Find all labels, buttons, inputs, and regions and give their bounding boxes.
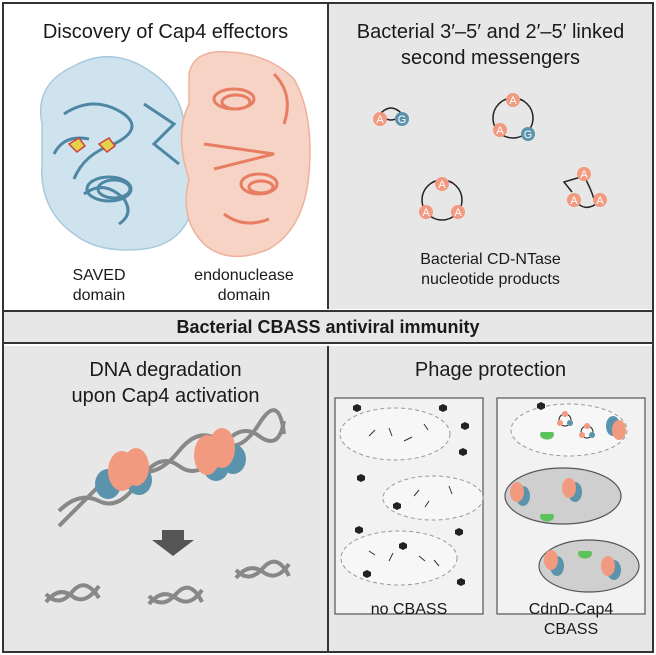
cyclic-dinucleotide-ag: A G <box>373 107 409 126</box>
panel-title-line1: DNA degradation <box>89 359 242 381</box>
protein-structure <box>40 50 311 258</box>
infected-cell-lysing <box>510 403 628 457</box>
section-banner-title: Bacterial CBASS antiviral immunity <box>176 317 480 337</box>
cyclic-nucleotides: A G A A G A A A <box>373 93 607 221</box>
svg-text:A: A <box>438 179 446 191</box>
ligand-sticks <box>67 137 117 153</box>
panel-second-messengers: Bacterial 3′–5′ and 2′–5′ linked second … <box>329 4 652 309</box>
linear-trinucleotide-aaa: A A A <box>562 167 607 208</box>
saved-domain-label: SAVED domain <box>72 267 126 304</box>
endonuclease-domain-label: endonuclease domain <box>194 267 294 304</box>
cyclic-trinucleotide-aag: A A G <box>492 93 535 141</box>
svg-text:A: A <box>570 195 578 207</box>
svg-text:A: A <box>509 95 517 107</box>
cap4-in-cells <box>510 416 626 580</box>
panel-cap4-discovery: Discovery of Cap4 effectors <box>4 4 327 309</box>
cap4-complex-left <box>95 448 152 499</box>
svg-text:A: A <box>376 114 384 126</box>
phage-particles-right <box>537 402 545 410</box>
panel-title-line2: upon Cap4 activation <box>71 385 260 407</box>
down-arrow-icon <box>152 530 194 556</box>
signal-nucleotides <box>557 411 595 439</box>
svg-text:A: A <box>496 125 504 137</box>
phage-protection-illustration <box>334 397 646 615</box>
cap4-complex-right <box>194 428 246 481</box>
panel-title: Discovery of Cap4 effectors <box>42 21 289 43</box>
no-cbass-label: no CBASS <box>370 601 448 618</box>
svg-text:A: A <box>422 207 430 219</box>
surviving-cell-1 <box>504 467 622 525</box>
phage-dna-fragments <box>368 423 453 567</box>
svg-text:A: A <box>454 207 462 219</box>
dna-double-helix <box>57 408 286 528</box>
endonuclease-surface <box>180 50 311 258</box>
divider-bottom <box>327 346 329 651</box>
panel-phage-protection: Phage protection <box>329 346 652 651</box>
saved-ribbon <box>52 102 180 226</box>
phage-particles <box>353 404 469 586</box>
panel-title-line2: second messengers <box>401 47 580 69</box>
divider-top <box>327 4 329 309</box>
svg-text:A: A <box>580 169 588 181</box>
dna-degradation-illustration <box>44 408 291 606</box>
svg-text:A: A <box>596 195 604 207</box>
section-banner: Bacterial CBASS antiviral immunity <box>4 310 652 344</box>
panel-title-line1: Bacterial 3′–5′ and 2′–5′ linked <box>356 21 625 43</box>
svg-text:G: G <box>524 129 533 141</box>
cd-ntase-green <box>540 432 592 559</box>
endonuclease-ribbon <box>203 72 289 225</box>
cd-ntase-caption: Bacterial CD-NTase nucleotide products <box>420 251 561 288</box>
svg-text:G: G <box>398 114 407 126</box>
saved-domain-surface <box>40 55 199 251</box>
panel-dna-degradation: DNA degradation upon Cap4 activation <box>4 346 327 651</box>
cdnd-cap4-cbass-label: CdnD-Cap4 CBASS <box>528 601 614 638</box>
dna-fragments <box>44 559 291 606</box>
panel-title: Phage protection <box>414 359 567 381</box>
cyclic-trinucleotide-aaa: A A A <box>419 177 465 221</box>
